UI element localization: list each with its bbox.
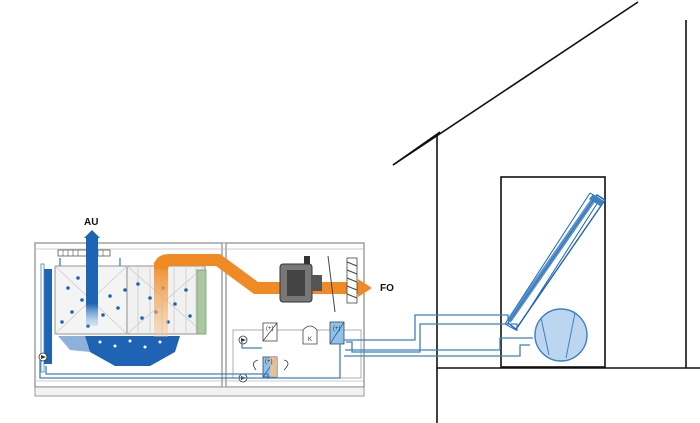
solar-collector-icon [504,192,606,331]
outdoor-air-arrow [84,230,100,326]
tank-icon [534,308,588,362]
attic-room [500,176,606,368]
spray-nozzle-bar [57,249,111,257]
flow-arrow-icon-2 [283,359,289,371]
hydraulic-piping [39,258,533,379]
exhaust-air-label: FO [380,283,394,294]
left-riser [40,263,52,373]
valve-plus-minus-2: (+) [265,359,273,365]
hex-plus-minus: (+) [333,326,341,332]
control-components [232,321,362,379]
controller-box [302,325,318,345]
fan-icon [279,256,322,303]
outdoor-air-label: AU [84,217,98,228]
water-sump [58,336,180,366]
flow-arrow-icon [253,359,259,371]
heat-exchanger-icon [54,265,207,335]
controller-label: K [308,337,312,343]
roof-line [392,1,639,166]
damper-icon [327,255,358,313]
valve-plus-minus: (+) [266,326,274,332]
roof-left-edge [392,131,441,166]
building [392,1,700,423]
